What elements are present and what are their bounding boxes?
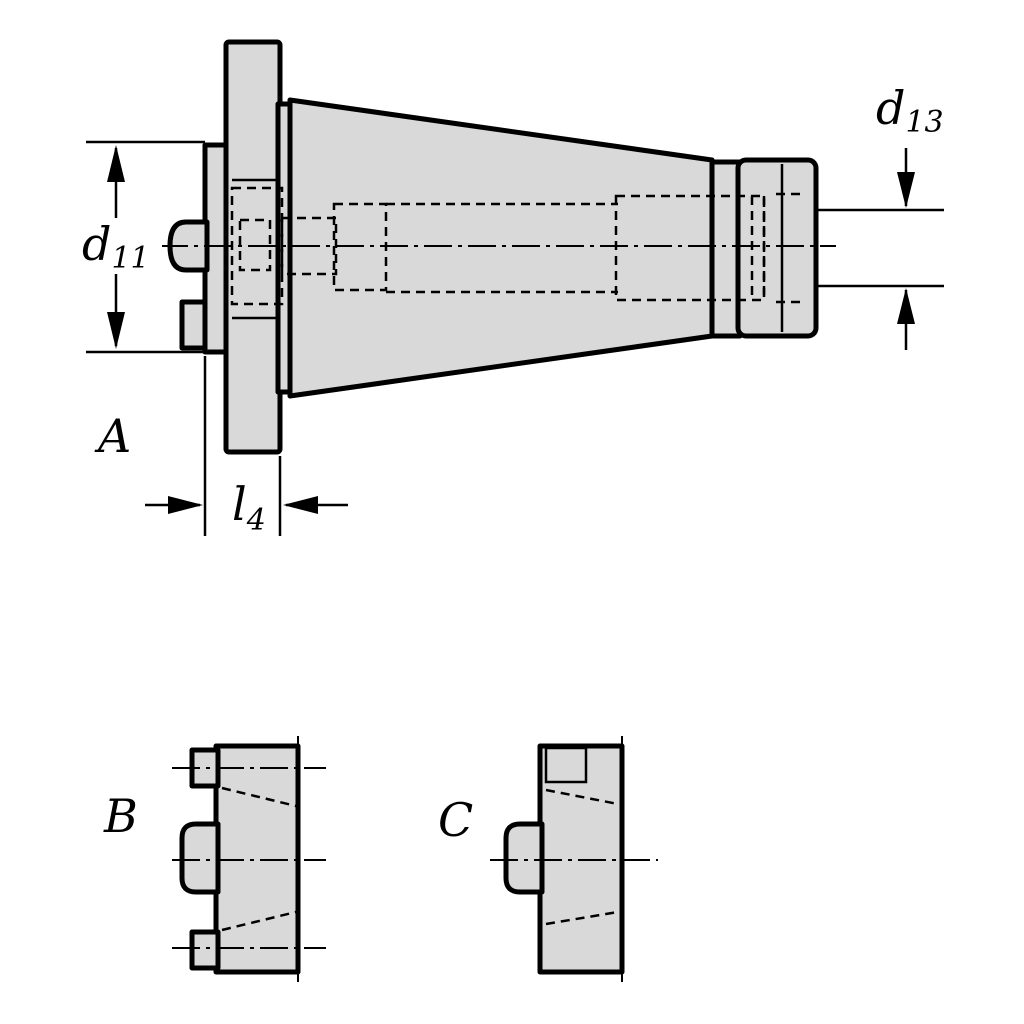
nose	[735, 157, 819, 339]
view-b-detail: B	[103, 736, 326, 982]
view-c-detail: C	[438, 736, 658, 982]
view-b-center-stud	[179, 821, 221, 895]
label-d13: d13	[876, 81, 944, 140]
view-a-tool-adapter: d11 d13 l4 A	[80, 39, 944, 538]
view-b-bottom-pin	[189, 929, 221, 971]
label-l4: l4	[232, 477, 266, 538]
label-view-b: B	[103, 789, 138, 843]
label-d11: d11	[82, 217, 150, 276]
taper-body	[287, 97, 715, 399]
dimension-l4: l4	[145, 356, 348, 538]
view-c-center-stud	[503, 821, 545, 895]
dimension-d13: d13	[818, 81, 944, 350]
label-view-c: C	[438, 793, 473, 847]
label-view-a: A	[94, 409, 131, 463]
dimension-d11: d11	[80, 140, 205, 354]
